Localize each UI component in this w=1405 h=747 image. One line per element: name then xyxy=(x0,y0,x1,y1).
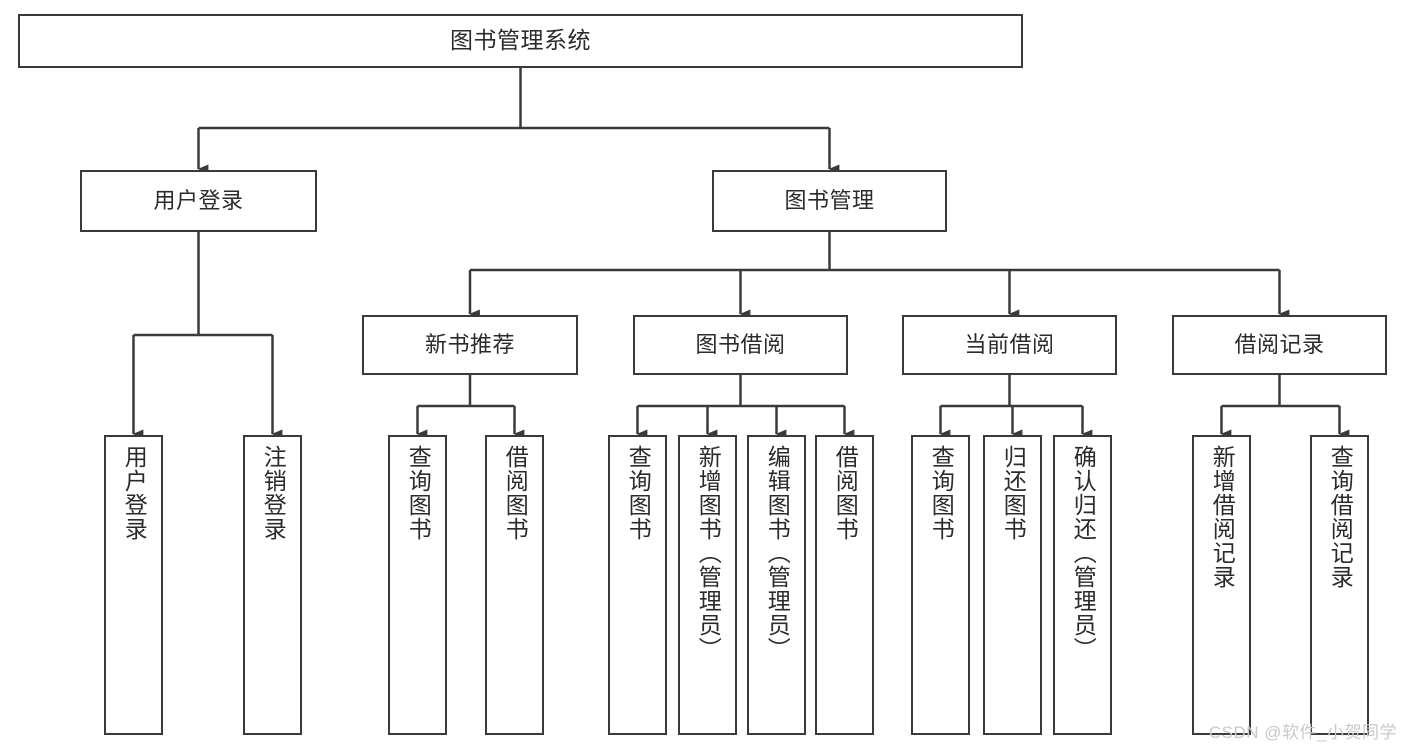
node-label: 图书借阅 xyxy=(695,332,786,358)
node-label: 借阅图书 xyxy=(502,445,529,541)
node-label: 查询借阅记录 xyxy=(1327,445,1354,589)
node-new-book-rec[interactable]: 新书推荐 xyxy=(362,315,578,375)
node-leaf-rec-query[interactable]: 查询图书 xyxy=(388,435,447,735)
node-label: 查询图书 xyxy=(405,445,432,541)
node-book-borrow[interactable]: 图书借阅 xyxy=(633,315,848,375)
node-label: 用户登录 xyxy=(121,445,148,541)
node-label: 归还图书 xyxy=(1000,445,1027,541)
node-label: 查询图书 xyxy=(625,445,652,541)
node-leaf-rec-add[interactable]: 新增借阅记录 xyxy=(1192,435,1251,735)
node-label: 查询图书 xyxy=(928,445,955,541)
node-label: 确认归还（管理员） xyxy=(1070,445,1097,661)
node-label: 新增图书（管理员） xyxy=(695,445,722,661)
node-user-login[interactable]: 用户登录 xyxy=(80,170,317,232)
node-label: 注销登录 xyxy=(260,445,287,541)
node-label: 图书管理系统 xyxy=(450,27,591,54)
watermark: CSDN @软件_小贺同学 xyxy=(1208,723,1397,742)
node-label: 用户登录 xyxy=(153,188,244,214)
node-label: 编辑图书（管理员） xyxy=(764,445,791,661)
node-leaf-rec-borrow[interactable]: 借阅图书 xyxy=(485,435,544,735)
node-label: 借阅图书 xyxy=(832,445,859,541)
node-book-manage[interactable]: 图书管理 xyxy=(712,170,947,232)
node-current-borrow[interactable]: 当前借阅 xyxy=(902,315,1117,375)
node-leaf-borrow-add[interactable]: 新增图书（管理员） xyxy=(678,435,737,735)
node-label: 图书管理 xyxy=(784,188,875,214)
node-leaf-borrow-lend[interactable]: 借阅图书 xyxy=(815,435,874,735)
node-leaf-user-logout[interactable]: 注销登录 xyxy=(243,435,302,735)
node-leaf-cur-return[interactable]: 归还图书 xyxy=(983,435,1042,735)
node-leaf-borrow-query[interactable]: 查询图书 xyxy=(608,435,667,735)
node-leaf-rec-search[interactable]: 查询借阅记录 xyxy=(1310,435,1369,735)
node-leaf-user-login[interactable]: 用户登录 xyxy=(104,435,163,735)
node-leaf-borrow-edit[interactable]: 编辑图书（管理员） xyxy=(747,435,806,735)
node-leaf-cur-confirm[interactable]: 确认归还（管理员） xyxy=(1053,435,1112,735)
node-label: 当前借阅 xyxy=(964,332,1055,358)
node-root[interactable]: 图书管理系统 xyxy=(18,14,1023,68)
node-label: 新书推荐 xyxy=(424,332,515,358)
node-leaf-cur-query[interactable]: 查询图书 xyxy=(911,435,970,735)
node-label: 借阅记录 xyxy=(1234,332,1325,358)
node-borrow-record[interactable]: 借阅记录 xyxy=(1172,315,1387,375)
node-label: 新增借阅记录 xyxy=(1209,445,1236,589)
